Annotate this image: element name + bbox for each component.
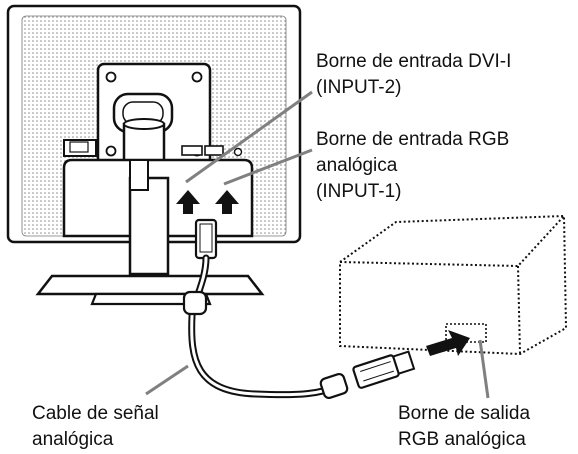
output-port-label: Borne de salida bbox=[398, 403, 531, 424]
computer-box bbox=[339, 214, 568, 356]
rgb-port-type-label: analógica bbox=[316, 155, 398, 176]
rgb-port-input-label: (INPUT-1) bbox=[316, 181, 402, 202]
analog-signal-cable bbox=[182, 218, 416, 400]
input-arrows bbox=[176, 190, 239, 214]
connect-arrow bbox=[426, 330, 470, 356]
dvi-port-input-label: (INPUT-2) bbox=[316, 77, 402, 98]
monitor-stand-base bbox=[35, 274, 265, 306]
cable-label: Cable de señal bbox=[32, 403, 159, 424]
output-port-type-label: RGB analógica bbox=[398, 429, 526, 450]
callout-lines bbox=[145, 90, 490, 399]
dvi-port-label: Borne de entrada DVI-I bbox=[316, 51, 512, 72]
rgb-port-label: Borne de entrada RGB bbox=[316, 129, 510, 150]
monitor-back bbox=[6, 4, 302, 276]
cable-type-label: analógica bbox=[32, 429, 114, 450]
